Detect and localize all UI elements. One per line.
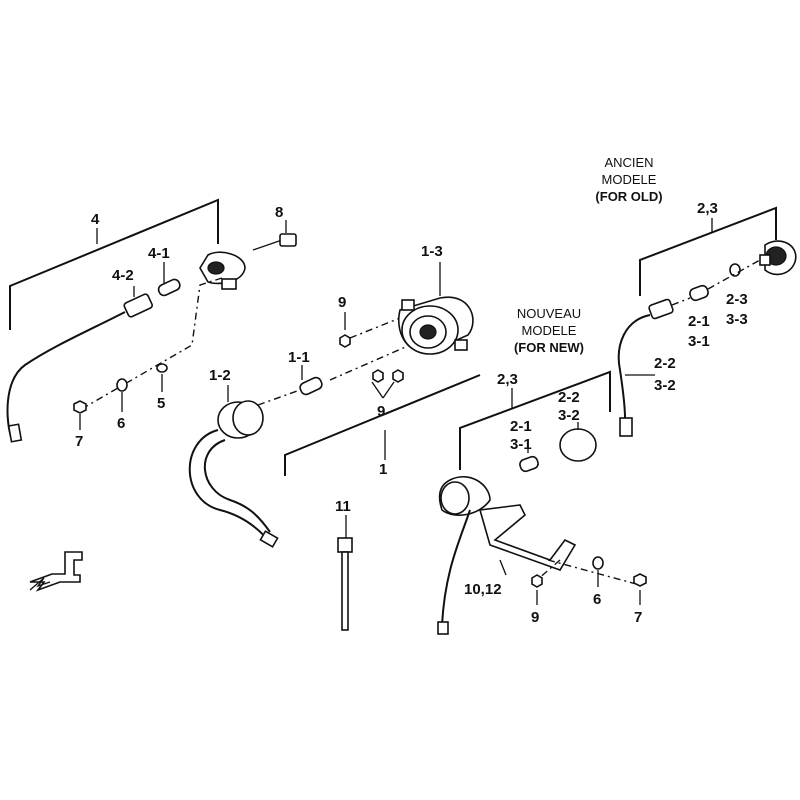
washer-6-right (592, 556, 604, 587)
callout-2-3-sub-old: 2-3 (726, 291, 748, 308)
note-new-line3: (FOR NEW) (514, 340, 584, 355)
callout-5: 5 (157, 395, 165, 412)
lens-1-2 (217, 385, 264, 439)
lamp-housing-old (759, 240, 797, 276)
bracket-10-12 (478, 504, 577, 576)
callout-2-1-new: 2-1 (510, 418, 532, 435)
lens-new (559, 422, 597, 462)
note-new-line1: NOUVEAU (517, 306, 581, 321)
note-old-line3: (FOR OLD) (595, 189, 662, 204)
callout-2-2-new: 2-2 (558, 389, 580, 406)
strap-11 (337, 515, 353, 631)
callout-4-2: 4-2 (112, 267, 134, 284)
bulb-4-1 (157, 262, 181, 297)
note-old-line1: ANCIEN (604, 155, 653, 170)
callout-2-1-old: 2-1 (688, 313, 710, 330)
bracket-4 (9, 198, 219, 330)
socket-4-2 (123, 286, 153, 318)
callout-10-12: 10,12 (464, 581, 502, 598)
harness-new (441, 509, 471, 626)
screws-9-mid (371, 369, 404, 399)
callout-4-1: 4-1 (148, 245, 170, 262)
assembly-4 (6, 198, 297, 443)
connector-old (619, 417, 633, 437)
connector-new (437, 621, 449, 635)
callout-1-1: 1-1 (288, 349, 310, 366)
harness-4 (6, 311, 126, 441)
washer-5 (156, 363, 168, 373)
callout-4: 4 (91, 211, 100, 228)
note-old-line2: MODELE (602, 172, 657, 187)
callout-3-1-old: 3-1 (688, 333, 710, 350)
callout-7-left: 7 (75, 433, 83, 450)
model-notes: ANCIEN MODELE (FOR OLD) NOUVEAU MODELE (… (514, 155, 663, 355)
connector-1-2 (259, 530, 279, 548)
screw-8 (252, 220, 297, 251)
callout-3-2-old: 3-2 (654, 377, 676, 394)
callout-6-left: 6 (117, 415, 125, 432)
nut-7-right (633, 573, 647, 605)
assembly-1 (188, 262, 481, 548)
license-lamp-housing (199, 251, 246, 290)
callout-2-3-new: 2,3 (497, 371, 518, 388)
callout-6-right: 6 (593, 591, 601, 608)
lamp-body-new (438, 475, 491, 516)
screw-9-top (339, 312, 351, 348)
callouts: 4 4-1 4-2 8 7 6 5 1-2 1-1 9 1-3 9 1 11 2… (75, 200, 748, 626)
callout-2-2-old: 2-2 (654, 355, 676, 372)
harness-1-2 (188, 429, 269, 541)
callout-1-2: 1-2 (209, 367, 231, 384)
assembly-old (617, 206, 797, 437)
lamp-housing-1-3 (398, 262, 474, 355)
callout-3-2-new: 3-2 (558, 407, 580, 424)
washer-6 (116, 378, 128, 392)
callout-1: 1 (379, 461, 387, 478)
washer-old (729, 263, 741, 277)
callout-3-3-old: 3-3 (726, 311, 748, 328)
callout-1-3: 1-3 (421, 243, 443, 260)
callout-2-3-old: 2,3 (697, 200, 718, 217)
note-new-line2: MODELE (522, 323, 577, 338)
socket-old (648, 298, 674, 320)
screw-9-bottom (531, 574, 543, 605)
bulb-new (519, 440, 539, 473)
callout-9-top: 9 (338, 294, 346, 311)
callout-7-right: 7 (634, 609, 642, 626)
callout-9-mid: 9 (377, 403, 385, 420)
bulb-1-1 (299, 365, 323, 396)
bulb-old (689, 284, 709, 302)
connector-4 (7, 423, 23, 443)
callout-3-1-new: 3-1 (510, 436, 532, 453)
nut-7-left (73, 400, 87, 414)
callout-11: 11 (335, 498, 351, 515)
assembly-new (437, 370, 647, 635)
harness-old (617, 314, 651, 419)
callout-8: 8 (275, 204, 283, 221)
front-arrow (29, 551, 83, 592)
callout-9-bottom: 9 (531, 609, 539, 626)
